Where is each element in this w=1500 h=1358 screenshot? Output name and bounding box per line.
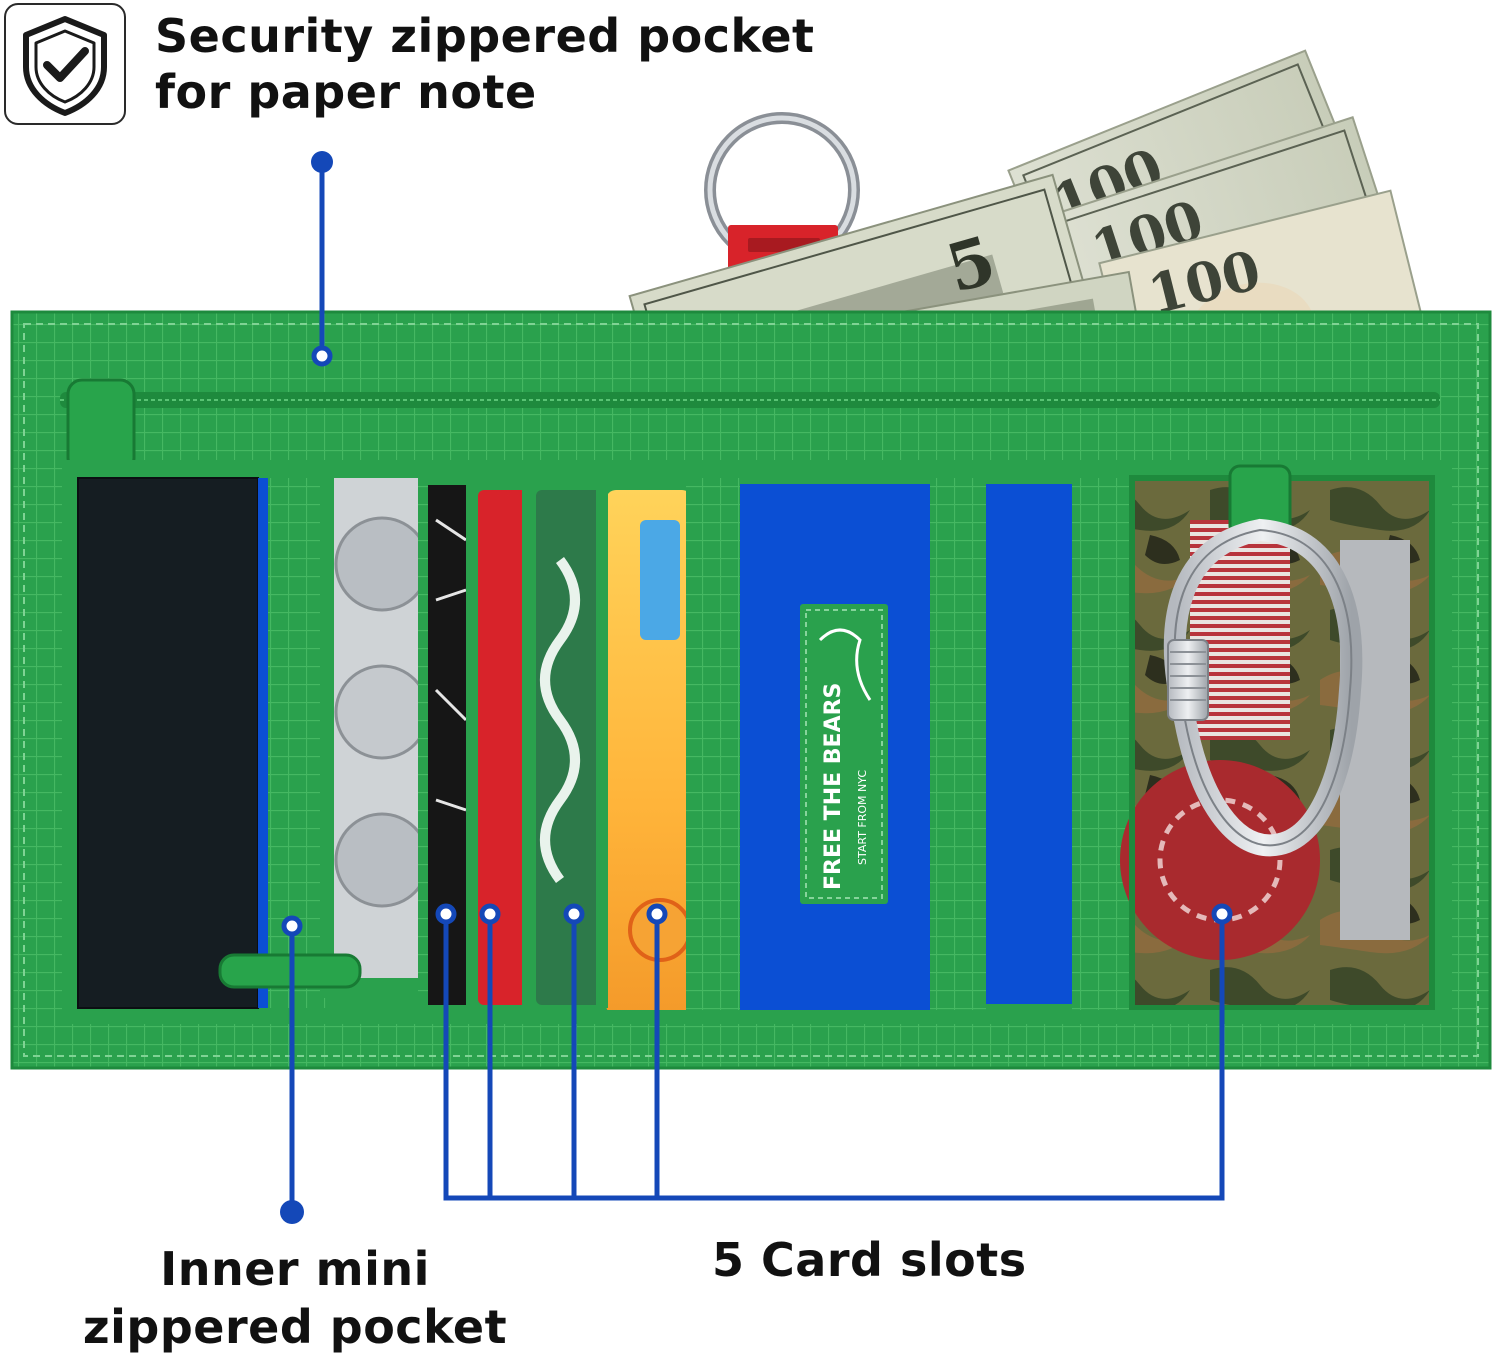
- inner-pocket-caption: Inner mini zippered pocket: [60, 1240, 530, 1356]
- carabiner-icon: [1164, 518, 1363, 857]
- security-pocket-caption: Security zippered pocket for paper note: [155, 8, 815, 120]
- callout-dots: [280, 151, 333, 1224]
- security-pocket-line1: Security zippered pocket: [155, 9, 815, 63]
- inner-pocket-line2: zippered pocket: [82, 1300, 508, 1354]
- patch-subtitle: START FROM NYC: [856, 770, 869, 865]
- shield-check-icon: [4, 3, 126, 125]
- callout-lines: [289, 162, 1225, 1212]
- inner-pocket-line1: Inner mini: [160, 1242, 430, 1296]
- patch-title: FREE THE BEARS: [821, 683, 846, 890]
- callout-ring-dots: [281, 345, 1233, 937]
- card-slots-caption: 5 Card slots: [712, 1233, 1027, 1287]
- security-pocket-line2: for paper note: [155, 65, 537, 119]
- wallet-body: FREE THE BEARS START FROM NYC: [10, 310, 1492, 1070]
